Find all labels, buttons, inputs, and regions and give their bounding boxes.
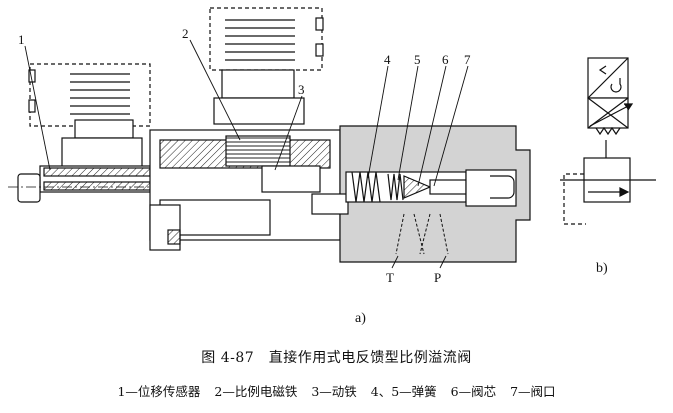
solenoid-connector (209, 7, 324, 125)
callout-2: 2 (182, 26, 189, 41)
callout-5: 5 (414, 52, 421, 67)
callout-3: 3 (298, 82, 305, 97)
armature (261, 165, 321, 193)
displacement-sensor (8, 165, 345, 203)
figure-caption: 图 4-87 直接作用式电反馈型比例溢流阀 (201, 350, 472, 366)
subfigure-b-label: b) (596, 261, 608, 276)
spring-4 (351, 171, 381, 203)
spring-5 (387, 173, 404, 201)
legend-item: 3—动铁 (311, 384, 357, 399)
callout-1: 1 (18, 32, 25, 47)
callout-7: 7 (464, 52, 471, 67)
valve-body (311, 125, 531, 263)
legend-item: 2—比例电磁铁 (214, 384, 298, 399)
callout-leaders (24, 39, 469, 269)
callout-6: 6 (442, 52, 449, 67)
valve-symbol (560, 57, 656, 225)
subfigure-a-label: a) (355, 311, 366, 326)
legend-item: 7—阀口 (510, 384, 556, 399)
proportional-solenoid (149, 129, 341, 251)
callout-4: 4 (384, 52, 391, 67)
sectional-view (8, 7, 531, 269)
port-p-label: P (434, 270, 441, 285)
figure-legend: 1—位移传感器 2—比例电磁铁 3—动铁 4、5—弹簧 6—阀芯 7—阀口 (0, 381, 673, 400)
port-t-label: T (386, 270, 394, 285)
legend-item: 1—位移传感器 (117, 384, 201, 399)
valve-cone (403, 175, 432, 199)
legend-item: 4、5—弹簧 (370, 384, 437, 399)
valve-diagram: 1 2 3 4 5 6 7 T P a) b) (8, 7, 656, 326)
sensor-connector (28, 63, 151, 171)
legend-item: 6—阀芯 (450, 384, 497, 399)
spring-symbol (595, 126, 621, 136)
